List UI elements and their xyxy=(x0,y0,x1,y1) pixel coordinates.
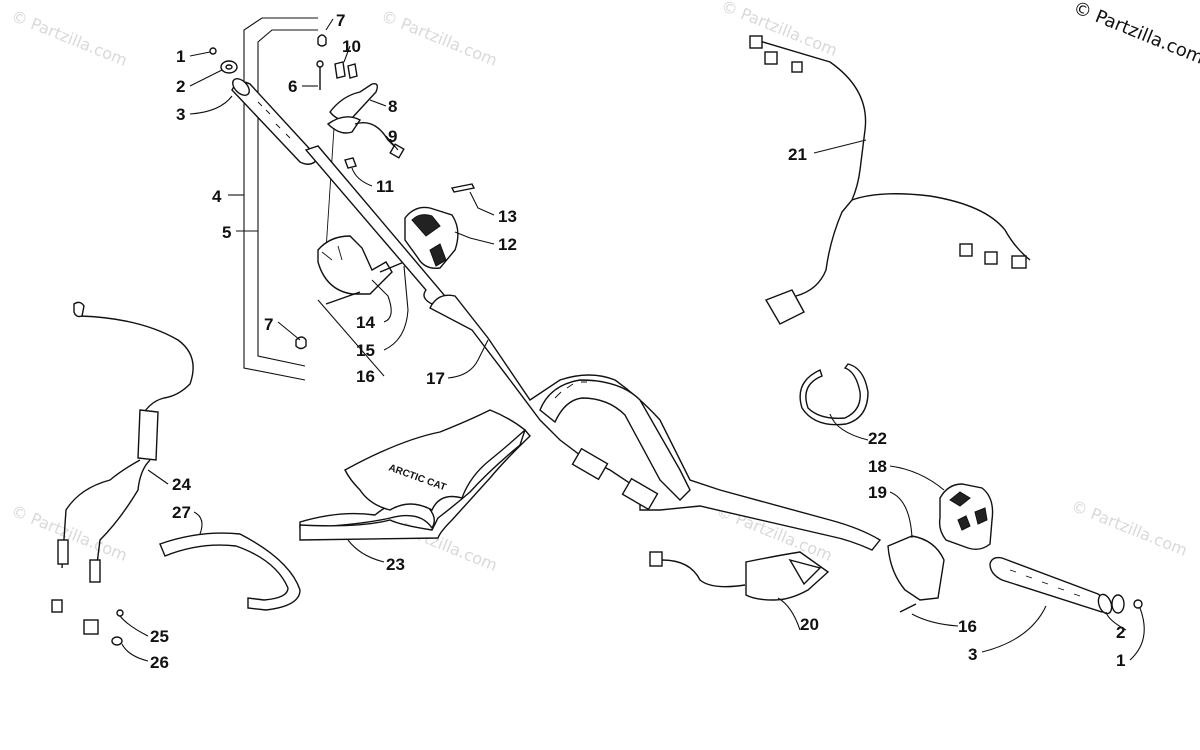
leader-lines xyxy=(119,18,1145,662)
wiring-harness-21 xyxy=(749,35,1031,325)
callout-22: 22 xyxy=(868,429,887,448)
callout-8: 8 xyxy=(388,97,397,116)
left-grip xyxy=(209,47,319,165)
callout-12: 12 xyxy=(498,235,517,254)
handlebar xyxy=(304,145,882,551)
handlebar-pad: ARCTIC CAT xyxy=(299,409,531,541)
callout-5: 5 xyxy=(222,223,231,242)
callout-16: 16 xyxy=(356,367,375,386)
callout-4: 4 xyxy=(212,187,222,206)
throttle-lever xyxy=(316,34,405,251)
copyright-text: © Partzilla.com xyxy=(1070,0,1200,69)
right-control xyxy=(887,483,994,613)
callout-24: 24 xyxy=(172,475,191,494)
callout-9: 9 xyxy=(388,127,397,146)
callout-1: 1 xyxy=(176,47,185,66)
watermark: © Partzilla.com xyxy=(379,6,501,70)
left-control-block xyxy=(295,235,405,350)
strap-27 xyxy=(159,532,301,611)
switch-housing-12 xyxy=(404,183,476,269)
callout-2: 2 xyxy=(1116,623,1125,642)
watermark: © Partzilla.com xyxy=(9,501,131,565)
callout-7: 7 xyxy=(336,11,345,30)
throttle-cable xyxy=(51,301,194,646)
callout-3: 3 xyxy=(968,645,977,664)
callout-15: 15 xyxy=(356,341,375,360)
callout-21: 21 xyxy=(788,145,807,164)
strap-22 xyxy=(799,363,869,426)
callout-18: 18 xyxy=(868,457,887,476)
callout-20: 20 xyxy=(800,615,819,634)
callout-11: 11 xyxy=(376,177,394,196)
callout-labels: 1 2 3 4 5 6 7 7 8 9 10 11 12 13 14 15 16… xyxy=(150,11,1125,672)
callout-10: 10 xyxy=(342,37,361,56)
right-grip xyxy=(989,556,1143,615)
callout-17: 17 xyxy=(426,369,445,388)
callout-19: 19 xyxy=(868,483,887,502)
bracket-4-5 xyxy=(243,17,318,381)
watermark: © Partzilla.com xyxy=(9,6,131,70)
callout-25: 25 xyxy=(150,627,169,646)
callout-6: 6 xyxy=(288,77,297,96)
callout-26: 26 xyxy=(150,653,169,672)
callout-14: 14 xyxy=(356,313,375,332)
callout-7: 7 xyxy=(264,315,273,334)
harness-20 xyxy=(649,551,830,601)
callout-2: 2 xyxy=(176,77,185,96)
callout-23: 23 xyxy=(386,555,405,574)
callout-1: 1 xyxy=(1116,651,1125,670)
watermark: © Partzilla.com xyxy=(719,0,841,60)
watermark: © Partzilla.com xyxy=(1069,496,1191,560)
callout-27: 27 xyxy=(172,503,191,522)
callout-13: 13 xyxy=(498,207,517,226)
callout-16: 16 xyxy=(958,617,977,636)
callout-3: 3 xyxy=(176,105,185,124)
